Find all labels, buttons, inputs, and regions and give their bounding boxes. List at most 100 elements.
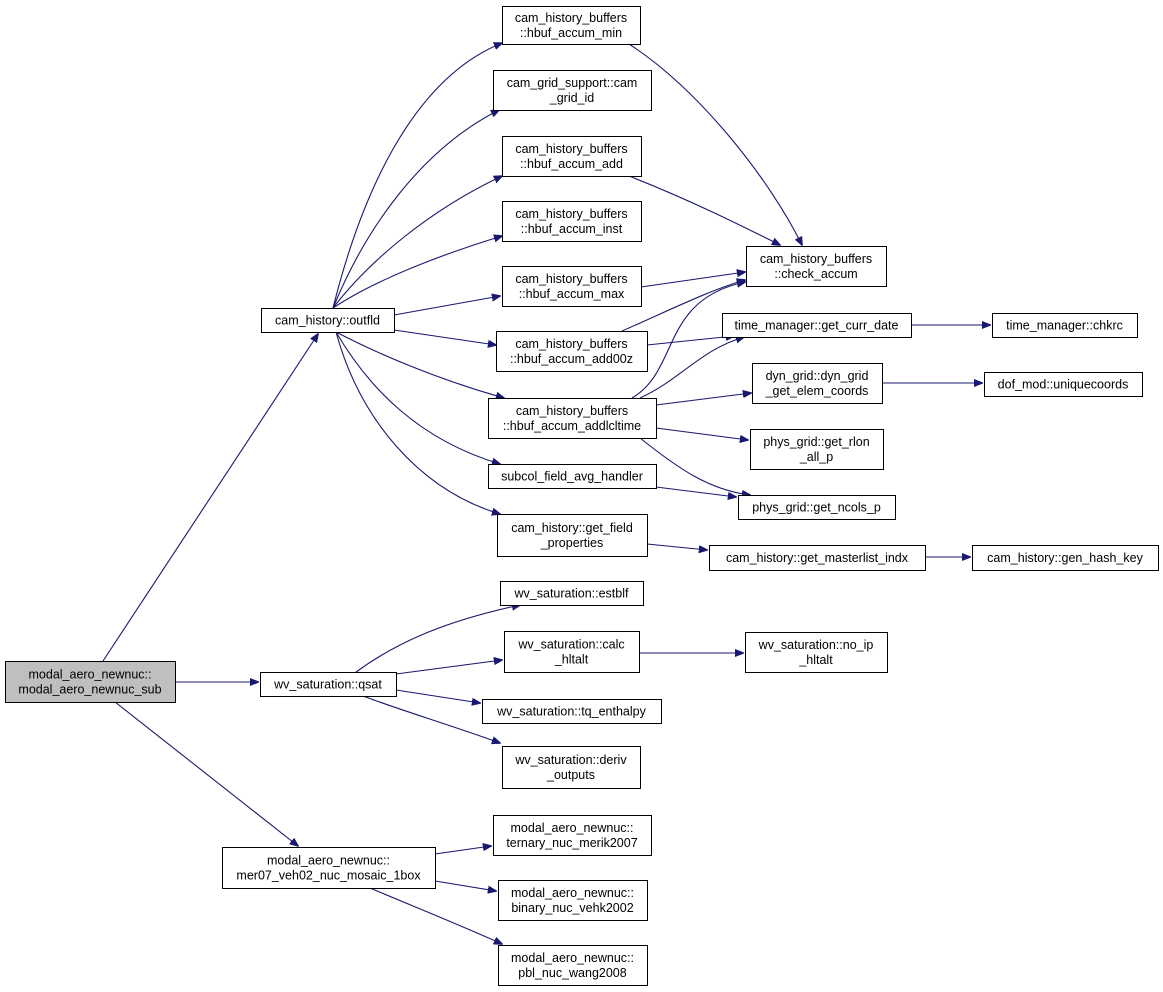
edge-qsat-to-deriv <box>362 695 500 743</box>
edge-outfld-to-hbuf_add <box>332 176 502 309</box>
node-pbl[interactable]: modal_aero_newnuc::pbl_nuc_wang2008 <box>498 945 648 986</box>
node-subcol[interactable]: subcol_field_avg_handler <box>488 464 657 489</box>
node-cam_grid_id[interactable]: cam_grid_support::cam_grid_id <box>493 70 652 111</box>
node-label-get_ncols-line-0: phys_grid::get_ncols_p <box>752 501 881 515</box>
edge-hbuf_max-to-check_accum <box>640 272 745 288</box>
node-hash_key[interactable]: cam_history::gen_hash_key <box>972 545 1159 571</box>
node-hbuf_add00z[interactable]: cam_history_buffers::hbuf_accum_add00z <box>496 331 648 372</box>
node-calc_hltalt[interactable]: wv_saturation::calc_hltalt <box>504 631 640 673</box>
node-label-deriv-line-1: _outputs <box>546 768 595 782</box>
node-box-no_ip[interactable] <box>745 632 888 673</box>
node-hbuf_max[interactable]: cam_history_buffers::hbuf_accum_max <box>502 266 642 307</box>
node-box-get_field[interactable] <box>497 514 648 557</box>
node-get_rlon[interactable]: phys_grid::get_rlon_all_p <box>750 429 884 470</box>
node-estblf[interactable]: wv_saturation::estblf <box>500 581 644 606</box>
node-box-get_ncols[interactable] <box>738 495 896 520</box>
node-box-binary[interactable] <box>498 880 648 921</box>
node-box-chkrc[interactable] <box>992 313 1138 338</box>
node-chkrc[interactable]: time_manager::chkrc <box>992 313 1138 338</box>
node-label-get_rlon-line-0: phys_grid::get_rlon <box>763 435 869 449</box>
node-box-hbuf_addlcl[interactable] <box>488 398 657 439</box>
edge-root-to-outfld <box>102 334 318 662</box>
edge-hbuf_addlcl-to-check_accum <box>631 282 745 399</box>
node-qsat[interactable]: wv_saturation::qsat <box>260 672 397 697</box>
node-get_ncols[interactable]: phys_grid::get_ncols_p <box>738 495 896 520</box>
edge-hbuf_min-to-check_accum <box>628 43 802 245</box>
node-box-hbuf_add[interactable] <box>502 136 642 177</box>
node-hbuf_addlcl[interactable]: cam_history_buffers::hbuf_accum_addlclti… <box>488 398 657 439</box>
node-tq_enthalpy[interactable]: wv_saturation::tq_enthalpy <box>482 699 662 724</box>
node-box-deriv[interactable] <box>502 746 641 789</box>
node-root[interactable]: modal_aero_newnuc::modal_aero_newnuc_sub <box>5 661 176 703</box>
node-box-outfld[interactable] <box>261 308 395 333</box>
node-label-qsat-line-0: wv_saturation::qsat <box>273 678 382 692</box>
node-label-calc_hltalt-line-1: _hltalt <box>554 653 589 667</box>
node-box-hbuf_add00z[interactable] <box>496 331 648 372</box>
node-label-dyn_grid-line-1: _get_elem_coords <box>765 384 869 398</box>
node-box-hbuf_min[interactable] <box>502 6 641 45</box>
node-hbuf_add[interactable]: cam_history_buffers::hbuf_accum_add <box>502 136 642 177</box>
node-box-hbuf_inst[interactable] <box>502 201 642 242</box>
node-box-qsat[interactable] <box>260 672 397 697</box>
node-ternary[interactable]: modal_aero_newnuc::ternary_nuc_merik2007 <box>493 815 652 856</box>
node-box-hbuf_max[interactable] <box>502 266 642 307</box>
node-label-chkrc-line-0: time_manager::chkrc <box>1006 319 1123 333</box>
edge-mer07-to-ternary <box>434 846 491 855</box>
node-label-binary-line-0: modal_aero_newnuc:: <box>511 886 634 900</box>
node-label-hbuf_add00z-line-0: cam_history_buffers <box>515 337 627 351</box>
edge-hbuf_addlcl-to-get_curr_date <box>639 337 744 399</box>
node-box-ternary[interactable] <box>493 815 652 856</box>
edge-hbuf_addlcl-to-dyn_grid <box>655 393 751 406</box>
node-get_field[interactable]: cam_history::get_field_properties <box>497 514 648 557</box>
node-label-no_ip-line-0: wv_saturation::no_ip <box>758 638 874 652</box>
edge-outfld-to-cam_grid_id <box>332 110 499 309</box>
node-box-root[interactable] <box>5 661 176 703</box>
edge-hbuf_add00z-to-check_accum <box>621 280 745 332</box>
node-deriv[interactable]: wv_saturation::deriv_outputs <box>502 746 641 789</box>
node-label-estblf-line-0: wv_saturation::estblf <box>514 587 629 601</box>
node-label-hash_key-line-0: cam_history::gen_hash_key <box>987 551 1143 565</box>
node-box-cam_grid_id[interactable] <box>493 70 652 111</box>
node-hbuf_inst[interactable]: cam_history_buffers::hbuf_accum_inst <box>502 201 642 242</box>
node-hbuf_min[interactable]: cam_history_buffers::hbuf_accum_min <box>502 6 641 45</box>
node-mer07[interactable]: modal_aero_newnuc::mer07_veh02_nuc_mosai… <box>222 847 436 889</box>
edge-mer07-to-pbl <box>369 887 502 944</box>
edge-qsat-to-estblf <box>355 605 520 673</box>
node-label-hbuf_addlcl-line-0: cam_history_buffers <box>516 404 628 418</box>
node-box-get_curr_date[interactable] <box>722 313 912 338</box>
node-box-pbl[interactable] <box>498 945 648 986</box>
node-masterlist[interactable]: cam_history::get_masterlist_indx <box>709 545 926 571</box>
node-box-masterlist[interactable] <box>709 545 926 571</box>
node-box-get_rlon[interactable] <box>750 429 884 470</box>
node-check_accum[interactable]: cam_history_buffers::check_accum <box>746 246 887 287</box>
node-box-subcol[interactable] <box>488 464 657 489</box>
node-box-calc_hltalt[interactable] <box>504 631 640 673</box>
node-label-hbuf_addlcl-line-1: ::hbuf_accum_addlcltime <box>503 419 641 433</box>
node-label-binary-line-1: binary_nuc_vehk2002 <box>511 901 633 915</box>
edges-layer <box>102 43 990 944</box>
node-dyn_grid[interactable]: dyn_grid::dyn_grid_get_elem_coords <box>752 363 883 404</box>
node-box-estblf[interactable] <box>500 581 644 606</box>
node-no_ip[interactable]: wv_saturation::no_ip_hltalt <box>745 632 888 673</box>
node-label-get_field-line-0: cam_history::get_field <box>511 521 633 535</box>
node-label-subcol-line-0: subcol_field_avg_handler <box>501 470 643 484</box>
node-box-mer07[interactable] <box>222 847 436 889</box>
node-label-hbuf_add00z-line-1: ::hbuf_accum_add00z <box>510 352 633 366</box>
node-box-uniquecoords[interactable] <box>984 372 1143 397</box>
edge-outfld-to-get_field <box>335 331 500 514</box>
node-box-tq_enthalpy[interactable] <box>482 699 662 724</box>
node-box-dyn_grid[interactable] <box>752 363 883 404</box>
node-label-hbuf_min-line-0: cam_history_buffers <box>515 11 627 25</box>
node-binary[interactable]: modal_aero_newnuc::binary_nuc_vehk2002 <box>498 880 648 921</box>
node-label-get_curr_date-line-0: time_manager::get_curr_date <box>735 319 899 333</box>
node-get_curr_date[interactable]: time_manager::get_curr_date <box>722 313 912 338</box>
node-box-hash_key[interactable] <box>972 545 1159 571</box>
node-outfld[interactable]: cam_history::outfld <box>261 308 395 333</box>
node-uniquecoords[interactable]: dof_mod::uniquecoords <box>984 372 1143 397</box>
node-label-hbuf_inst-line-1: ::hbuf_accum_inst <box>521 222 623 236</box>
node-label-outfld-line-0: cam_history::outfld <box>275 314 380 328</box>
edge-subcol-to-get_ncols <box>655 486 736 497</box>
node-label-no_ip-line-1: _hltalt <box>798 653 833 667</box>
node-box-check_accum[interactable] <box>746 246 887 287</box>
node-label-hbuf_min-line-1: ::hbuf_accum_min <box>520 26 622 40</box>
